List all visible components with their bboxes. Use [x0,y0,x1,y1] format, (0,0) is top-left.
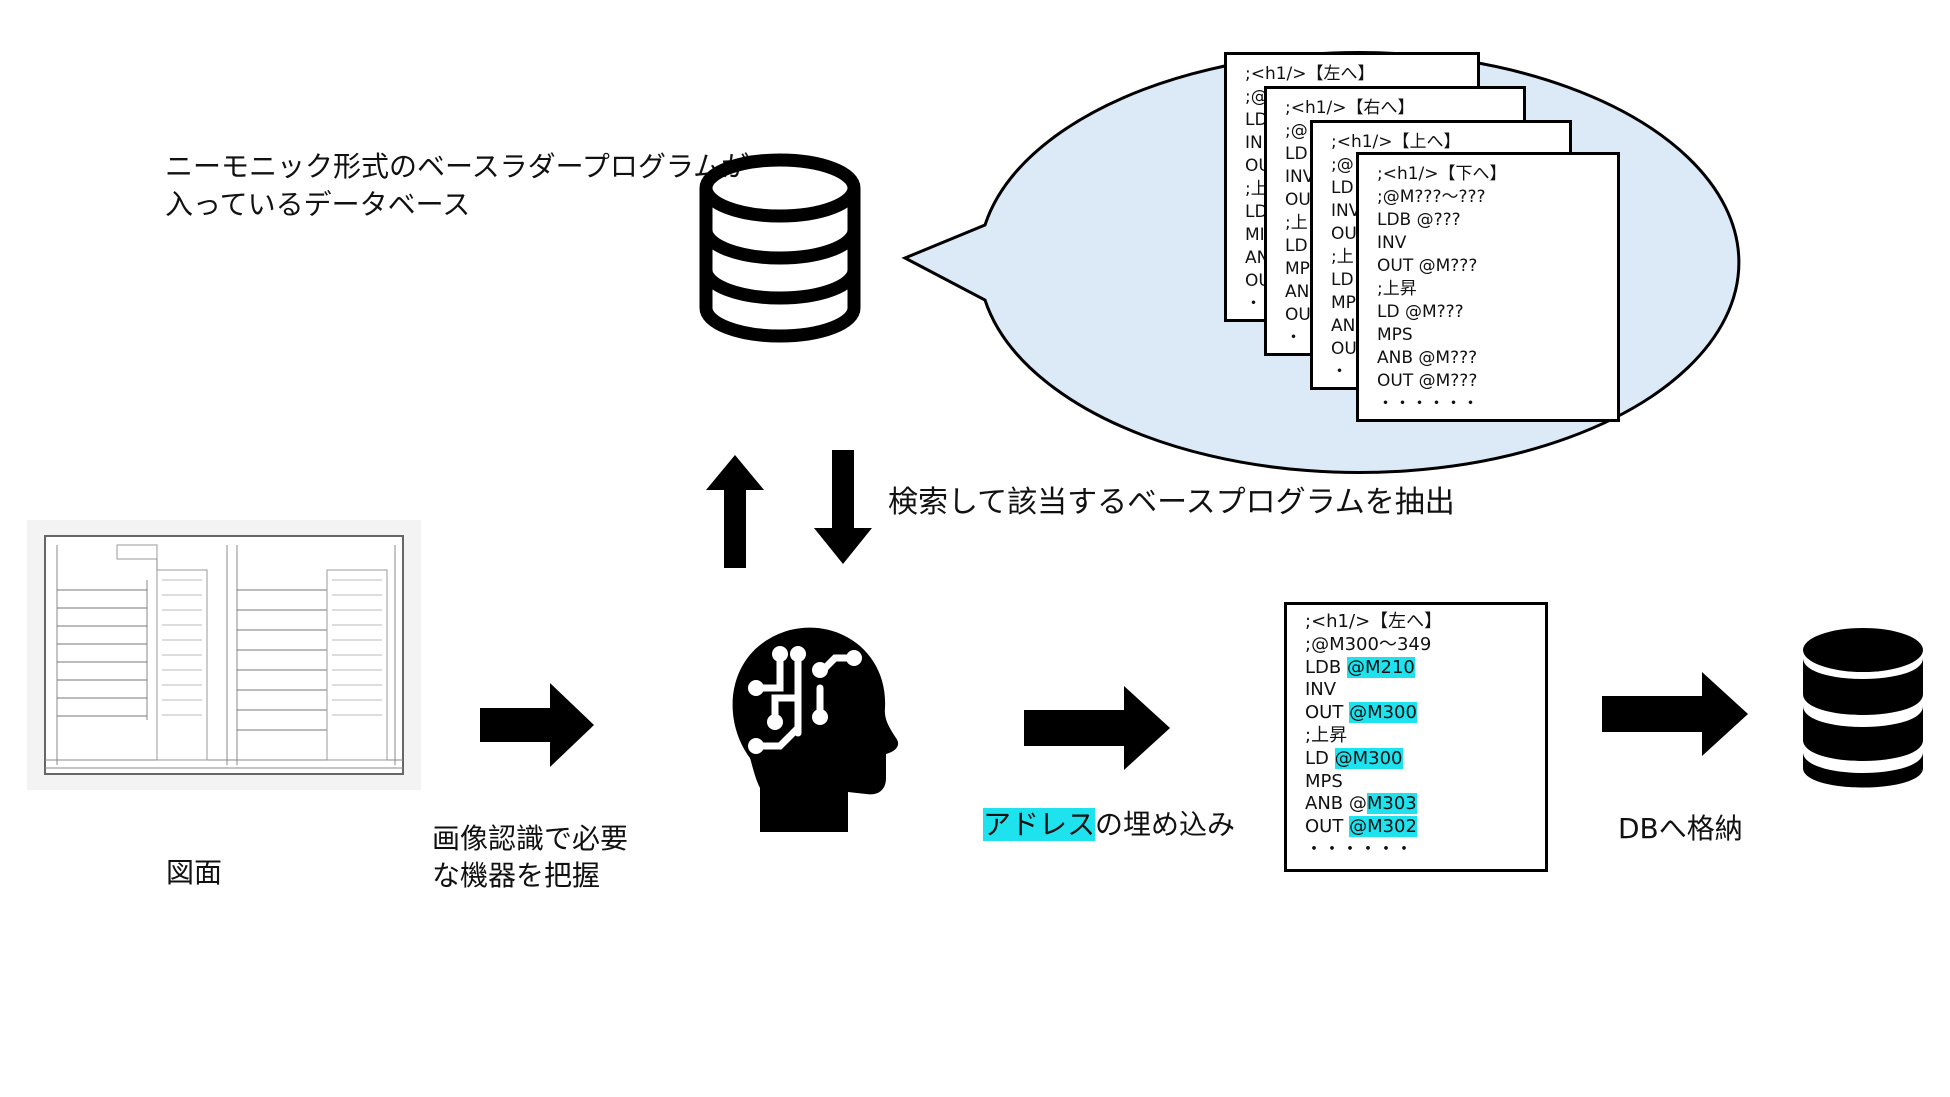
arrow-right-icon [1602,672,1748,756]
database-icon [699,153,861,343]
database-icon [1803,628,1923,788]
search-label: 検索して該当するベースプログラムを抽出 [888,485,1455,520]
recognition-label: 画像認識で必要 な機器を把握 [432,822,629,892]
bubble-card-down: ;<h1/>【下へ】 ;@M???～??? LDB @??? INV OUT @… [1356,152,1620,422]
output-program-card: ;<h1/>【左へ】 ;@M300～349 LDB @M210 INV OUT … [1284,602,1548,872]
ai-head-icon [732,627,899,832]
db-description: ニーモニック形式のベースラダープログラムが 入っているデータベース [165,150,750,221]
arrow-right-icon [480,683,594,767]
drawing-label: 図面 [166,856,223,889]
circuit-drawing-thumbnail [27,520,421,790]
embed-label: アドレスの埋め込み [983,808,1236,841]
arrow-up-icon [706,455,764,568]
arrow-down-icon [814,450,872,564]
arrow-right-icon [1024,686,1170,770]
store-label: DBへ格納 [1618,812,1743,845]
